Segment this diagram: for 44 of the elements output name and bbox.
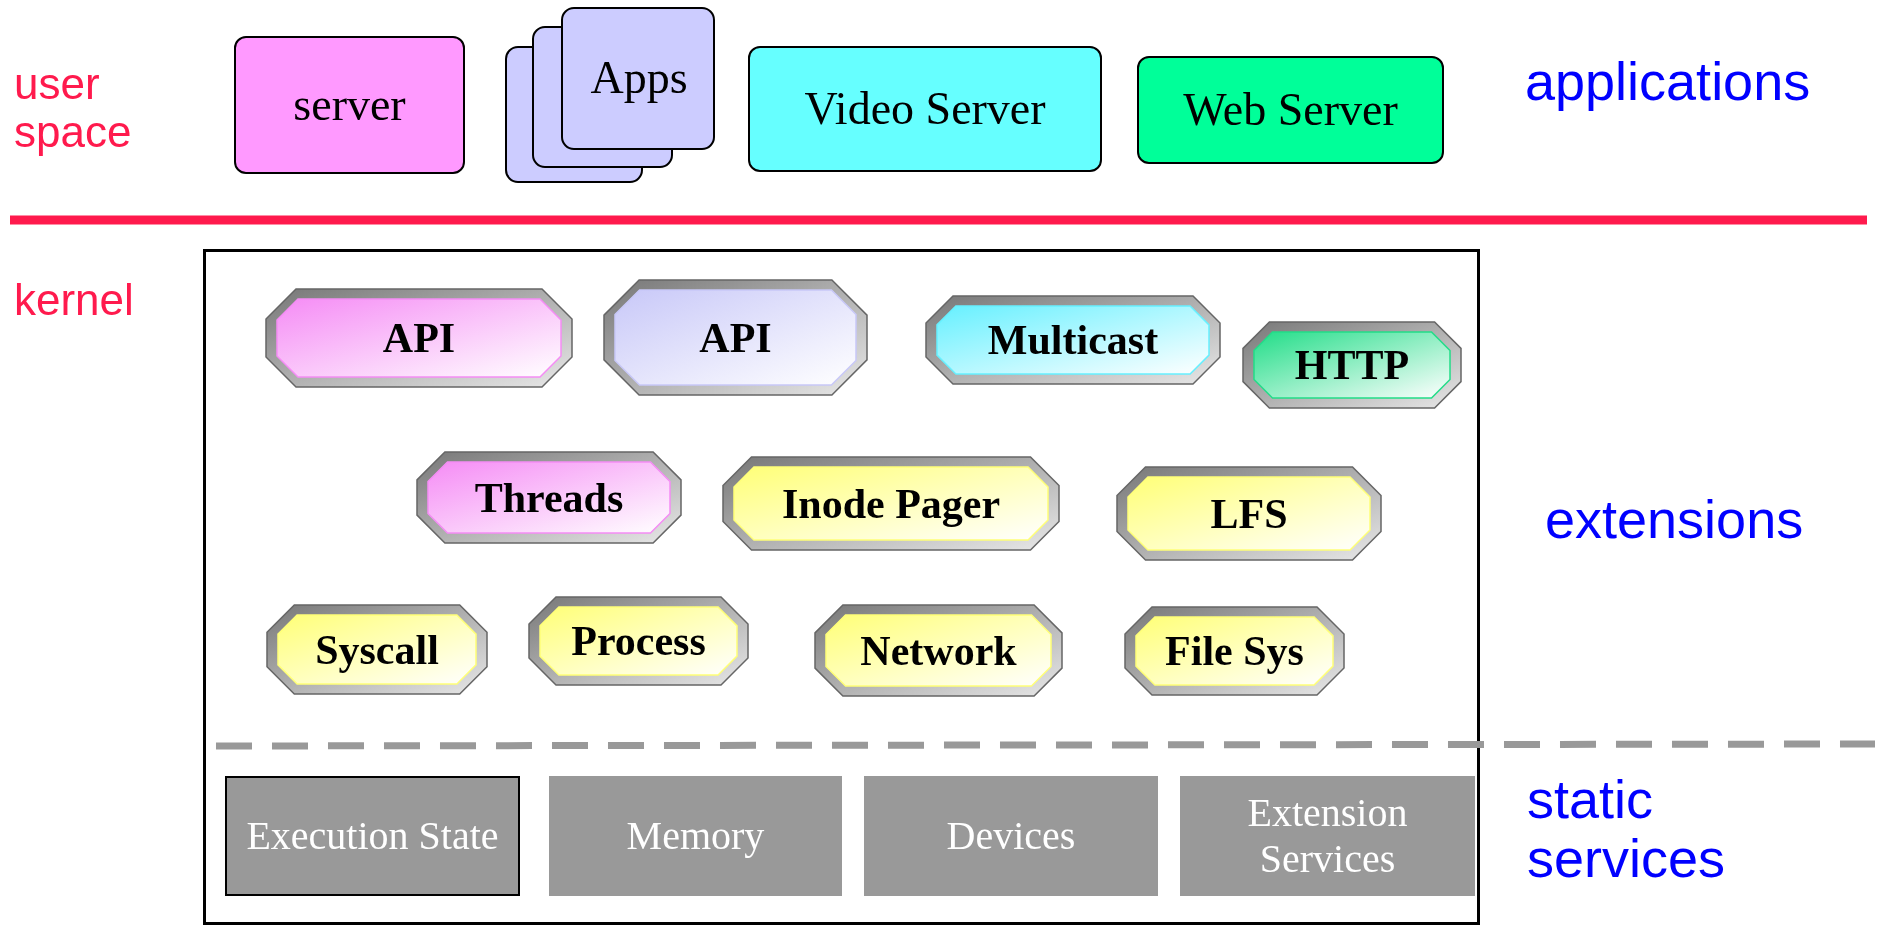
extension-name: API (381, 313, 457, 363)
extension-name: Threads (473, 473, 625, 522)
extension-name: HTTP (1293, 340, 1411, 390)
service-box (864, 776, 1158, 896)
extension-octagon (1124, 606, 1345, 696)
application-box (1137, 56, 1444, 164)
extension-octagon (416, 451, 682, 544)
kernel-frame (203, 249, 1480, 925)
extension-name: Inode Pager (780, 479, 1002, 528)
extension-octagon (814, 604, 1063, 697)
extension-name: Syscall (314, 625, 440, 674)
extension-octagon (1116, 466, 1382, 561)
service-box (549, 776, 842, 896)
extension-octagon (266, 604, 488, 695)
region-label: user space (14, 60, 133, 157)
extension-octagon (265, 288, 573, 388)
application-name: Video Server (803, 82, 1047, 136)
extension-octagon (925, 295, 1221, 385)
application-name: Web Server (1182, 83, 1399, 137)
layer-label: applications (1525, 52, 1812, 112)
service-name: Extension Services (1246, 790, 1409, 882)
application-box (234, 36, 465, 174)
extension-name: Network (859, 626, 1018, 675)
extension-name: File Sys (1164, 626, 1305, 676)
service-box (225, 776, 520, 896)
application-box (748, 46, 1102, 172)
extension-octagon (722, 456, 1060, 551)
service-box (1180, 776, 1475, 896)
stacked-application-cards (505, 7, 717, 183)
layer-label: static services (1527, 770, 1727, 889)
layer-label: extensions (1545, 490, 1805, 550)
extension-name: API (698, 313, 773, 362)
extension-octagon (528, 596, 749, 686)
extension-octagon (1242, 321, 1462, 409)
region-label: kernel (14, 276, 135, 325)
application-name: server (292, 78, 407, 132)
service-name: Execution State (245, 813, 500, 859)
extension-name: Process (570, 616, 707, 666)
application-name: Apps (589, 55, 689, 101)
service-name: Devices (945, 813, 1077, 859)
extension-octagon (603, 279, 868, 396)
service-name: Memory (625, 813, 766, 859)
extension-name: LFS (1209, 489, 1289, 538)
extension-name: Multicast (986, 315, 1160, 365)
